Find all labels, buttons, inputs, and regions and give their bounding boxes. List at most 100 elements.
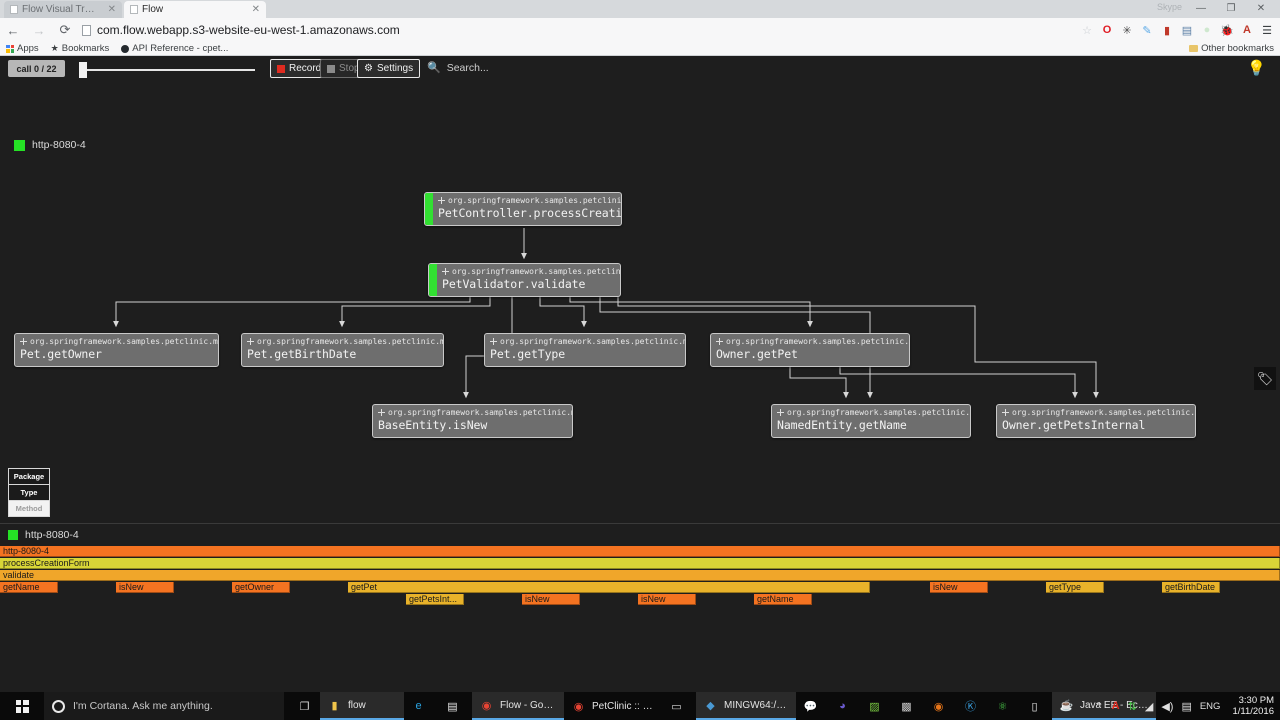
maximize-button[interactable]: ❐ [1226, 3, 1236, 14]
other-bookmarks[interactable]: Other bookmarks [1189, 43, 1280, 54]
action-center-icon[interactable]: ▤ [1181, 700, 1192, 713]
node-package: org.springframework.samples.petclinic.mo… [1002, 407, 1195, 418]
dot-icon[interactable]: ● [1203, 24, 1211, 36]
bookmark-apps[interactable]: Apps [0, 43, 45, 54]
legend-type[interactable]: Type [9, 485, 49, 501]
graph-node-pet-gettype[interactable]: org.springframework.samples.petclinic.mo… [484, 333, 686, 367]
flame-bar-getowner[interactable]: getOwner [232, 582, 290, 593]
flame-bar-getpetsint-[interactable]: getPetsInt... [406, 594, 464, 605]
taskbar-item-app-purple-icon[interactable]: ◕ [828, 692, 860, 720]
address-bar[interactable]: com.flow.webapp.s3-website-eu-west-1.ama… [82, 20, 1073, 40]
tab-close-icon[interactable]: ✕ [107, 4, 116, 15]
taskbar-item-document-icon[interactable]: ▯ [1020, 692, 1052, 720]
edge-icon: e [415, 700, 422, 712]
forward-icon[interactable]: → [32, 22, 46, 38]
tab-title: Flow [142, 4, 164, 15]
taskbar-item-mingw64-c-u-[interactable]: ◆MINGW64:/c/U... [696, 692, 796, 720]
taskbar-item-terminal-icon[interactable]: ▭ [662, 692, 696, 720]
save-icon[interactable]: ▤ [1181, 24, 1193, 37]
eyedropper-icon[interactable]: ✎ [1142, 24, 1152, 37]
stop-button[interactable]: Stop [320, 59, 367, 78]
taskbar-item-flow[interactable]: ▮flow [320, 692, 404, 720]
search-area[interactable]: 🔍 Search... [427, 61, 489, 75]
minimize-button[interactable]: — [1196, 3, 1206, 14]
taskbar-item-flow-google-c-[interactable]: ◉Flow - Google C... [472, 692, 564, 720]
flame-bar-isnew[interactable]: isNew [638, 594, 696, 605]
call-slider-knob[interactable] [79, 62, 87, 78]
graph-node-pet-getowner[interactable]: org.springframework.samples.petclinic.mo… [14, 333, 219, 367]
network-tray-icon[interactable]: ◢ [1144, 700, 1154, 713]
language-indicator[interactable]: ENG [1199, 700, 1221, 712]
puzzle-icon[interactable]: ✳ [1122, 24, 1132, 37]
cortana-search-box[interactable]: I'm Cortana. Ask me anything. [44, 692, 284, 720]
acrobat-tray-icon[interactable]: A [1111, 700, 1120, 712]
flow-visual-tracer-app: call 0 / 22 Record Stop ⚙ Settings 🔍 Sea… [0, 56, 1280, 577]
volume-tray-icon[interactable]: ◀) [1161, 700, 1174, 713]
page-info-icon[interactable] [82, 24, 91, 36]
graph-node-owner-getpet[interactable]: org.springframework.samples.petclinic.mo… [710, 333, 910, 367]
store-icon: ▤ [447, 700, 458, 713]
call-graph[interactable]: org.springframework.samples.petclinic.we… [0, 106, 1280, 461]
flame-bar-processcreationform[interactable]: processCreationForm [0, 558, 1280, 569]
graph-node-pet-getbirthdate[interactable]: org.springframework.samples.petclinic.mo… [241, 333, 444, 367]
call-slider-track[interactable] [80, 69, 255, 71]
bookmark-api-reference[interactable]: API Reference - cpet... [115, 43, 234, 54]
taskbar-item-edge-icon[interactable]: e [404, 692, 438, 720]
taskbar-item-image-icon[interactable]: ▨ [860, 692, 892, 720]
tray-chevron-icon[interactable]: ⌃ [1094, 700, 1104, 713]
browser-tab-flow-visual-tracer[interactable]: Flow Visual Tracer ✕ [4, 1, 122, 18]
graph-node-namedentity-getname[interactable]: org.springframework.samples.petclinic.mo… [771, 404, 971, 438]
flame-bar-validate[interactable]: validate [0, 570, 1280, 581]
taskbar-item-chat-icon[interactable]: 💬 [796, 692, 828, 720]
taskbar-item-petclinic-a-spr-[interactable]: ◉PetClinic :: a Spr... [564, 692, 662, 720]
sync-tray-icon[interactable]: ⇅ [1127, 700, 1137, 713]
tab-close-icon[interactable]: ✕ [251, 4, 260, 15]
clock[interactable]: 3:30 PM 1/11/2016 [1228, 695, 1274, 717]
flame-bar-gettype[interactable]: getType [1046, 582, 1104, 593]
taskbar-item-store-icon[interactable]: ▤ [438, 692, 472, 720]
font-icon[interactable]: A [1243, 24, 1251, 36]
taskbar-item-kaspersky-icon[interactable]: Ⓚ [956, 692, 988, 720]
lightbulb-icon[interactable]: 💡 [1247, 60, 1266, 77]
flame-bar-isnew[interactable]: isNew [522, 594, 580, 605]
flame-bar-http-8080-4[interactable]: http-8080-4 [0, 546, 1280, 557]
settings-button[interactable]: ⚙ Settings [357, 59, 421, 78]
bookmark-star-icon[interactable]: ☆ [1082, 24, 1092, 37]
opera-icon[interactable]: O [1102, 24, 1112, 36]
back-icon[interactable]: ← [6, 22, 20, 38]
graph-node-owner-getpetsinternal[interactable]: org.springframework.samples.petclinic.mo… [996, 404, 1196, 438]
legend-method[interactable]: Method [9, 501, 49, 516]
call-counter-button[interactable]: call 0 / 22 [8, 60, 65, 77]
flame-bar-getpet[interactable]: getPet [348, 582, 870, 593]
taskbar-item-firefox-icon[interactable]: ◉ [924, 692, 956, 720]
extension-icons: ☆ O ✳ ✎ ▮ ▤ ● 🐞 A ☰ [1077, 21, 1280, 39]
browser-tab-flow[interactable]: Flow ✕ [124, 1, 266, 18]
taskbar-item-photo-icon[interactable]: ▩ [892, 692, 924, 720]
start-button[interactable] [4, 692, 40, 720]
flame-bar-getbirthdate[interactable]: getBirthDate [1162, 582, 1220, 593]
taskbar-item-java-ee-eclipse[interactable]: ☕Java EE - Eclipse [1052, 692, 1156, 720]
reload-icon[interactable]: ⟳ [59, 22, 71, 37]
tag-icon[interactable]: 🏷 [1254, 367, 1276, 390]
graph-node-petcontroller-processcreationform[interactable]: org.springframework.samples.petclinic.we… [424, 192, 622, 226]
search-input[interactable]: Search... [446, 61, 489, 74]
flame-bar-isnew[interactable]: isNew [116, 582, 174, 593]
bug-icon[interactable]: 🐞 [1220, 24, 1234, 37]
taskbar-item-task-view-icon[interactable]: ❐ [290, 692, 320, 720]
menu-icon[interactable]: ☰ [1262, 24, 1272, 37]
chrome-icon: ◉ [573, 700, 584, 713]
bookmark-bookmarks[interactable]: ★ Bookmarks [45, 43, 116, 54]
close-button[interactable]: ✕ [1256, 3, 1266, 14]
graph-node-baseentity-isnew[interactable]: org.springframework.samples.petclinic.mo… [372, 404, 573, 438]
flame-row: validate [0, 570, 1280, 581]
graph-node-petvalidator-validate[interactable]: org.springframework.samples.petclinic.we… [428, 263, 621, 297]
taskbar-item-label: flow [348, 699, 366, 711]
node-method-label: PetController.processCreationForm [438, 206, 622, 220]
flame-bar-getname[interactable]: getName [0, 582, 58, 593]
legend-package[interactable]: Package [9, 469, 49, 485]
taskbar-item-node-icon[interactable]: ⚛ [988, 692, 1020, 720]
book-icon[interactable]: ▮ [1163, 24, 1171, 37]
flame-bar-isnew[interactable]: isNew [930, 582, 988, 593]
flame-bar-getname[interactable]: getName [754, 594, 812, 605]
